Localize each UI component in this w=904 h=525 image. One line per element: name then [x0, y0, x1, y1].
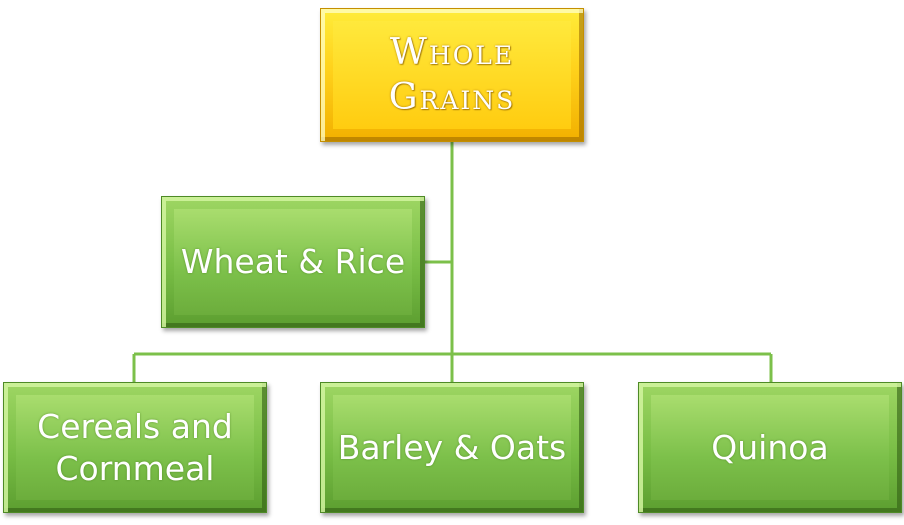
- root-node-whole-grains: Whole Grains: [320, 8, 584, 142]
- root-node-label: Whole Grains: [388, 32, 516, 118]
- node-quinoa: Quinoa: [638, 382, 902, 513]
- node-wheat-rice: Wheat & Rice: [161, 196, 425, 328]
- node-cereals-cornmeal-label: Cereals and Cornmeal: [37, 407, 233, 488]
- node-wheat-rice-label: Wheat & Rice: [180, 242, 406, 282]
- node-barley-oats-label: Barley & Oats: [337, 427, 567, 467]
- node-quinoa-label: Quinoa: [711, 427, 829, 467]
- node-barley-oats: Barley & Oats: [320, 382, 584, 513]
- node-cereals-cornmeal: Cereals and Cornmeal: [3, 382, 267, 513]
